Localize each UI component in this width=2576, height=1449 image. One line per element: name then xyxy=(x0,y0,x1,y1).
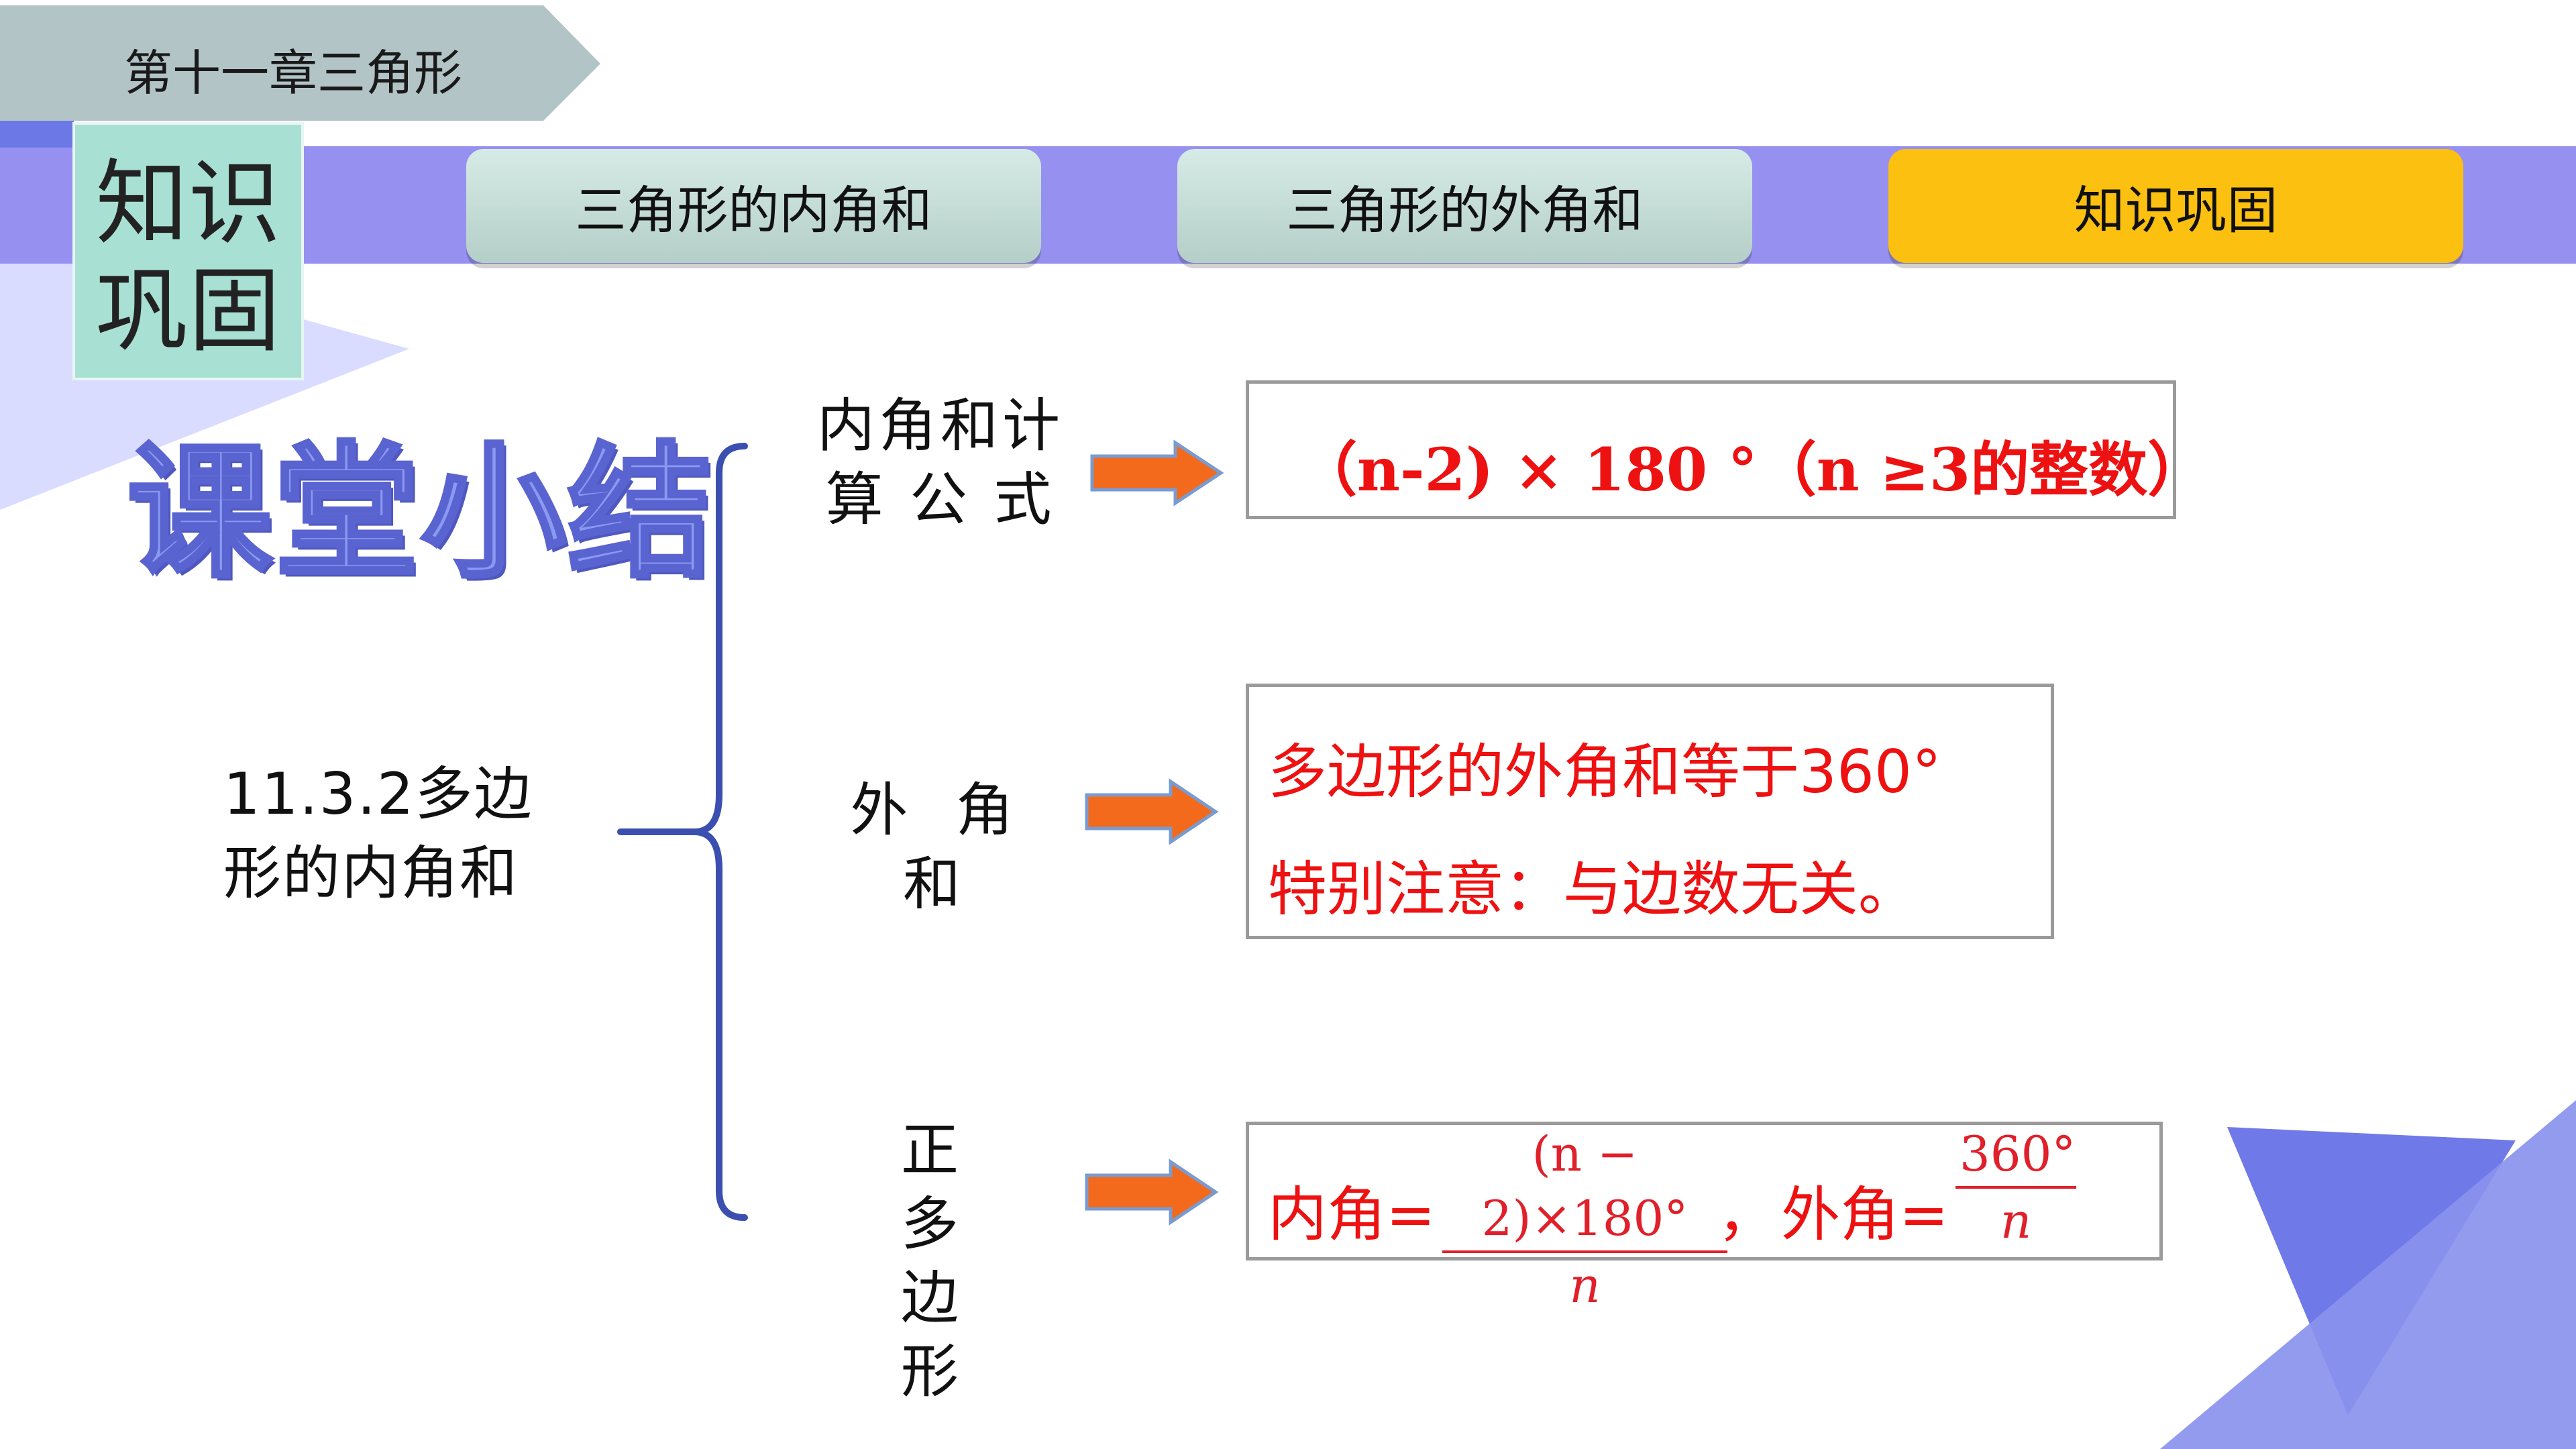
formula-box-exterior xyxy=(1246,684,2054,939)
chapter-title: 第十一章三角形 xyxy=(124,45,463,101)
fraction-numerator: (n − 2)×180° xyxy=(1442,1122,1727,1253)
right-arrow-icon xyxy=(1085,778,1219,845)
branch-label-line: 内角和计 xyxy=(817,392,1064,460)
tab-label: 知识巩固 xyxy=(2074,180,2278,240)
topic-line-1: 11.3.2多边 xyxy=(223,761,533,828)
fraction-denominator: n xyxy=(2000,1193,2032,1249)
tab-knowledge-review[interactable]: 知识巩固 xyxy=(1888,149,2463,263)
fraction-denominator: n xyxy=(1569,1257,1601,1313)
right-decor-triangle xyxy=(2227,1127,2516,1415)
branch-label-line: 正 多 xyxy=(901,1117,977,1258)
formula-separator: ， xyxy=(1717,1180,1777,1249)
interior-angle-label: 内角= xyxy=(1268,1180,1436,1249)
badge-line-1: 知识 xyxy=(95,150,281,258)
tab-label: 三角形的内角和 xyxy=(575,180,932,240)
branch-label-line: 边 形 xyxy=(901,1265,977,1405)
exterior-angle-fraction: 360° n xyxy=(1955,1122,2076,1253)
badge-line-2: 巩固 xyxy=(95,257,281,365)
tab-interior-angle-sum[interactable]: 三角形的内角和 xyxy=(466,149,1041,263)
corner-decor-triangle xyxy=(2160,1100,2576,1449)
exterior-angle-label: 外角= xyxy=(1781,1180,1949,1249)
fraction-numerator: 360° xyxy=(1955,1122,2076,1189)
curly-brace-icon xyxy=(617,443,748,1221)
ribbon-accent xyxy=(0,121,74,148)
branch-label-line: 算 公 式 xyxy=(825,466,1056,533)
tab-label: 三角形的外角和 xyxy=(1286,180,1644,240)
topic-title: 11.3.2多边 形的内角和 xyxy=(223,755,533,913)
exterior-sum-note: 特别注意：与边数无关。 xyxy=(1268,855,1918,924)
tab-exterior-angle-sum[interactable]: 三角形的外角和 xyxy=(1177,149,1752,263)
right-arrow-icon xyxy=(1090,439,1224,506)
exterior-sum-statement: 多边形的外角和等于360° xyxy=(1268,737,1941,806)
topic-line-2: 形的内角和 xyxy=(223,840,519,907)
section-badge: 知识 巩固 xyxy=(72,122,304,380)
summary-title: 课堂小结 xyxy=(125,427,715,599)
chapter-ribbon xyxy=(0,5,600,121)
right-arrow-icon xyxy=(1085,1159,1219,1226)
formula-box-interior xyxy=(1246,380,2176,519)
branch-label-interior-formula: 内角和计 算 公 式 xyxy=(803,389,1078,537)
branch-label-exterior-sum: 外 角 和 xyxy=(850,777,1028,918)
branch-label-regular-polygon: 正 多 边 形 xyxy=(852,1114,1026,1409)
formula-box-regular xyxy=(1246,1122,2163,1260)
interior-angle-fraction: (n − 2)×180° n xyxy=(1442,1122,1727,1318)
interior-sum-formula: （n-2) × 180 °（n ≥3的整数） xyxy=(1298,435,2207,504)
